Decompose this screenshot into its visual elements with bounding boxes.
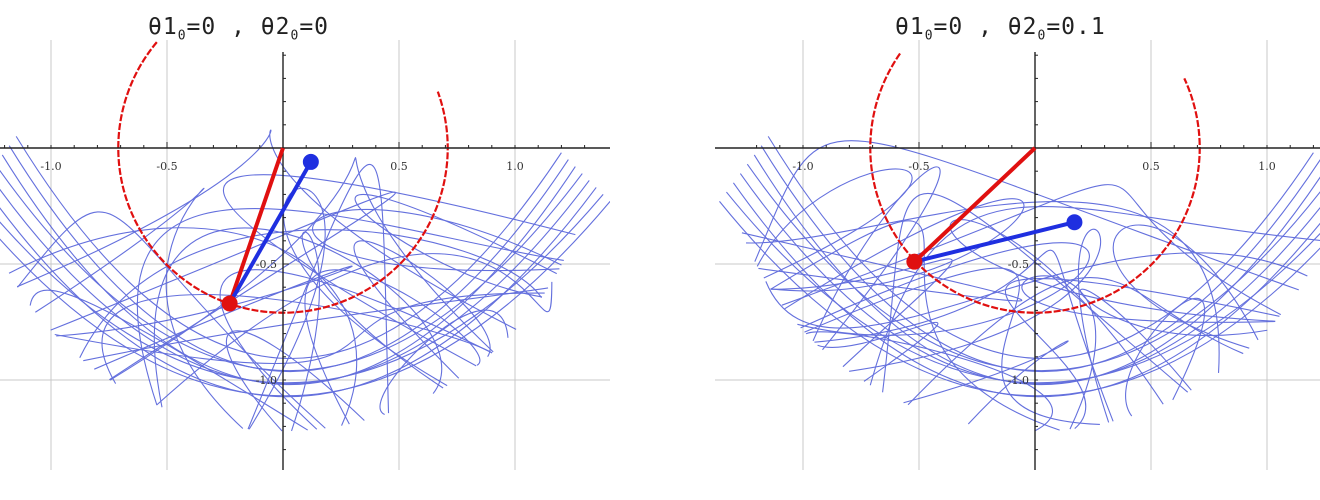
panel-title: θ10=0 , θ20=0 [148, 14, 329, 44]
mass2-bob [1066, 214, 1083, 231]
trace-segment [219, 269, 493, 430]
trace-envelope [746, 163, 1320, 372]
trace-envelope [15, 136, 562, 359]
trace-segment [814, 249, 1114, 422]
trace-segment [746, 200, 1220, 373]
trace-segment [1112, 224, 1259, 349]
trace-segment [56, 265, 353, 370]
y-tick-label: -0.5 [1008, 258, 1029, 271]
trace-envelope [760, 145, 1320, 373]
trace-segment [869, 206, 1320, 386]
title-theta1: θ1 [895, 14, 925, 40]
title-theta1-sub: 0 [177, 28, 187, 44]
title-separator: , [963, 14, 1008, 40]
pendulum-plot: -1.0 -0.5 0.5 1.0 -0.5 -1.0 [715, 40, 1320, 470]
trace-envelope [1, 154, 576, 386]
x-tick-label: -0.5 [156, 160, 177, 173]
trace-segment [765, 252, 1308, 329]
trace-segment [225, 330, 365, 432]
mass1-arc [117, 41, 449, 314]
x-tick-label: -1.0 [792, 160, 813, 173]
trace-segment [770, 198, 1025, 310]
trace-segment [248, 187, 448, 430]
x-tick-label: -0.5 [908, 160, 929, 173]
trace-segment [804, 267, 1100, 425]
trace-envelope [726, 191, 1320, 384]
trace-segment [17, 211, 326, 429]
y-tick-label: -1.0 [256, 374, 277, 387]
title-theta2: θ2 [1007, 14, 1038, 40]
title-separator: , [216, 14, 261, 40]
trace-envelope [719, 201, 1320, 397]
trace-segment [903, 340, 1069, 425]
trace-segment [291, 231, 444, 432]
y-tick-label: -1.0 [1008, 374, 1029, 387]
trace-segment [54, 292, 545, 365]
arm2-rod [913, 220, 1075, 264]
trace-segment [35, 187, 244, 429]
panel-title: θ10=0 , θ20=0.1 [895, 14, 1106, 44]
trace-segment [136, 207, 564, 406]
mass1-bob [221, 295, 238, 312]
trace-segment [812, 166, 941, 351]
trace-segment [781, 184, 1282, 316]
trace-segment [797, 242, 1090, 336]
x-tick-label: 0.5 [390, 160, 408, 173]
trace-segment [79, 229, 542, 359]
title-theta1-sub: 0 [924, 28, 934, 44]
trace-envelope [767, 136, 1314, 359]
mass2-bob [302, 153, 319, 170]
trace-segment [109, 156, 494, 381]
x-tick-label: 0.5 [1142, 160, 1160, 173]
trace-envelope [0, 194, 604, 384]
trace-segment [354, 194, 557, 298]
trace-envelope [0, 169, 583, 372]
trace-envelope [8, 145, 569, 373]
trace-segment [29, 289, 308, 431]
x-tick-label: 1.0 [506, 160, 524, 173]
title-theta1-value: =0 [933, 14, 964, 40]
title-theta2: θ2 [260, 14, 291, 40]
mass1-arc [869, 52, 1201, 314]
trace-segment [849, 228, 1110, 423]
trace-segment [805, 331, 1053, 432]
mass1-bob [906, 253, 923, 270]
trace-envelope [0, 180, 590, 385]
trace-envelope [753, 154, 1320, 386]
trace-segment [16, 129, 517, 330]
trace-segment [817, 321, 939, 382]
trace-segment [222, 174, 576, 367]
trajectory-trace [719, 136, 1320, 432]
x-tick-label: 1.0 [1258, 160, 1276, 173]
arm2-rod [227, 160, 313, 305]
trace-segment [312, 208, 562, 272]
trace-segment [1079, 288, 1268, 391]
title-theta2-sub: 0 [290, 28, 300, 44]
title-theta2-value: =0.1 [1046, 14, 1106, 40]
trace-envelope [0, 201, 610, 397]
trace-envelope [739, 173, 1320, 385]
trace-segment [247, 163, 390, 430]
title-theta1: θ1 [148, 14, 178, 40]
trace-envelope [0, 187, 597, 398]
title-theta1-value: =0 [186, 14, 217, 40]
trace-segment [1004, 277, 1280, 429]
y-tick-label: -0.5 [256, 258, 277, 271]
trace-segment [907, 276, 1244, 406]
trace-segment [353, 240, 491, 379]
x-tick-label: -1.0 [40, 160, 61, 173]
pendulum-plot: -1.0 -0.5 0.5 1.0 -0.5 -1.0 [0, 40, 610, 470]
trace-segment [741, 232, 1023, 302]
trajectory-trace [0, 129, 610, 432]
title-theta2-sub: 0 [1037, 28, 1047, 44]
trace-segment [156, 253, 553, 406]
arm1-rod [912, 146, 1037, 264]
trace-segment [949, 219, 1276, 405]
trace-segment [1021, 275, 1276, 430]
title-theta2-value: =0 [299, 14, 330, 40]
arm1-rod [227, 147, 285, 305]
